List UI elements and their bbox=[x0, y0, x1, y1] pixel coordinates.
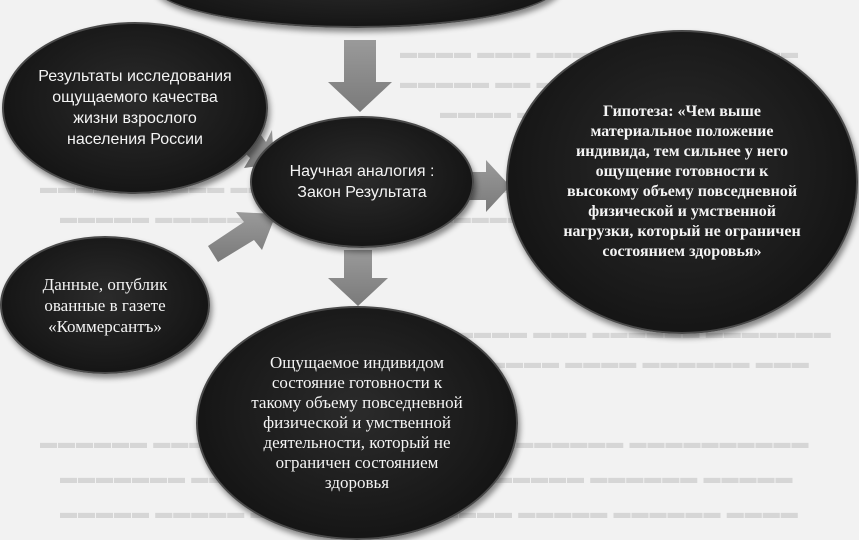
scientific-analogy-text: Научная аналогия : Закон Результата bbox=[289, 163, 435, 201]
arrow-analogy-to-outcome bbox=[328, 250, 388, 306]
perceived-readiness-node: Ощущаемое индивидом состояние готовности… bbox=[196, 306, 518, 540]
research-results-node: Результаты исследования ощущаемого качес… bbox=[2, 22, 268, 194]
hypothesis-text: Гипотеза: «Чем выше материальное положен… bbox=[563, 103, 801, 260]
perceived-readiness-text: Ощущаемое индивидом состояние готовности… bbox=[251, 353, 463, 492]
arrow-data-to-analogy bbox=[208, 212, 276, 262]
arrow-top-down bbox=[328, 40, 392, 112]
research-results-text: Результаты исследования ощущаемого качес… bbox=[38, 68, 232, 148]
kommersant-data-node: Данные, опублик ованные в газете «Коммер… bbox=[0, 236, 210, 374]
arrow-analogy-to-hypothesis bbox=[466, 160, 510, 212]
hypothesis-node: Гипотеза: «Чем выше материальное положен… bbox=[506, 30, 858, 334]
scientific-analogy-node: Научная аналогия : Закон Результата bbox=[250, 116, 474, 248]
kommersant-data-text: Данные, опублик ованные в газете «Коммер… bbox=[42, 274, 168, 336]
